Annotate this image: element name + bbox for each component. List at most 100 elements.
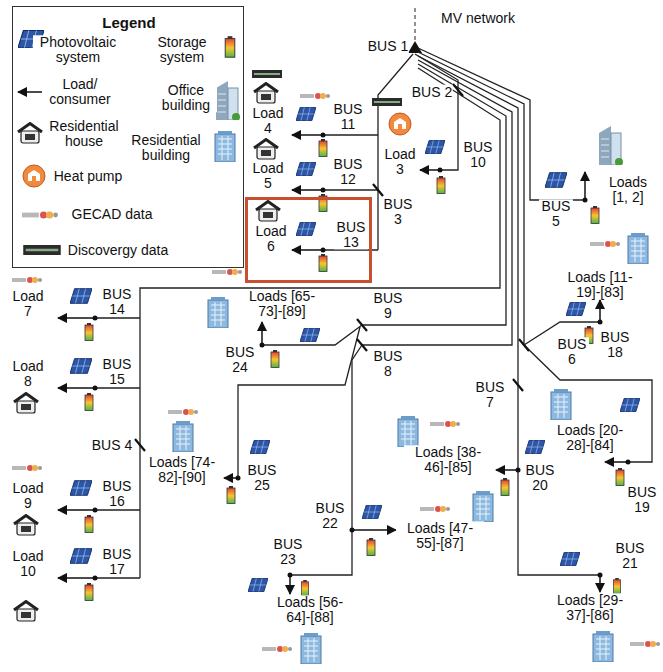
gecad-logo: [12, 465, 42, 471]
heat-pump-icon: [389, 113, 411, 135]
legend-text: Storage system: [151, 35, 213, 64]
pv-icon: [300, 328, 320, 341]
network-label: BUS 16: [100, 479, 134, 508]
building-icon: [551, 389, 571, 420]
feeder-wire: [362, 60, 512, 345]
house-icon: [14, 516, 38, 536]
legend-text: Discovergy data: [67, 243, 169, 258]
storage-icon: [85, 583, 93, 601]
network-label: Loads [1, 2]: [605, 175, 651, 204]
connection-dot: [626, 460, 631, 465]
connection-dot: [93, 508, 98, 513]
storage-icon: [501, 478, 509, 496]
network-label: BUS 19: [625, 485, 659, 514]
network-label: Load 8: [9, 359, 47, 388]
network-label: BUS 17: [100, 547, 134, 576]
connection-dot: [260, 343, 265, 348]
pv-icon: [362, 505, 382, 518]
pv-icon: [296, 107, 316, 120]
network-label: BUS 18: [598, 330, 632, 359]
load-arrow: [58, 577, 95, 579]
load-arrow: [58, 317, 95, 319]
network-label: Load 7: [9, 289, 47, 318]
load-arrow: [58, 387, 95, 389]
building-icon: [173, 131, 648, 664]
pv-icon: [296, 222, 316, 235]
legend-text: Photovoltaic system: [33, 35, 123, 64]
feeder-wire: [418, 56, 600, 575]
load-arrow: [58, 509, 95, 511]
network-label: BUS 22: [313, 501, 347, 530]
network-label: BUS 7: [473, 380, 507, 409]
gecad-logo: [12, 277, 42, 283]
bus-symbol: [357, 339, 367, 351]
gecad-logo: [430, 421, 460, 427]
bus-symbol: [357, 319, 367, 331]
network-label: Load 9: [9, 481, 47, 510]
gecad-logo: [262, 646, 292, 652]
office-icon: [599, 126, 623, 166]
storage-icon: [591, 206, 599, 224]
storage-icon: [367, 538, 375, 556]
load-arrow: [605, 461, 628, 463]
building-icon: [173, 421, 193, 452]
house-icon: [14, 602, 38, 622]
network-label: BUS 11: [331, 102, 365, 131]
storage-icon: [616, 468, 624, 486]
gecad-logo: [212, 269, 242, 275]
pv-icon: [248, 578, 268, 591]
storage-icon: [227, 486, 235, 504]
gecad-logo: [22, 211, 58, 218]
network-label: Loads [20-28]-[84]: [546, 423, 634, 452]
bus-label: BUS 13: [334, 220, 368, 249]
gecad-logo: [590, 241, 620, 247]
connection-dot: [516, 468, 521, 473]
network-label: BUS 9: [371, 291, 405, 320]
network-label: BUS 6: [555, 337, 589, 366]
network-label: Load 5: [249, 161, 287, 190]
network-label: Loads [65-73]-[89]: [238, 289, 326, 318]
network-label: MV network: [440, 11, 516, 26]
house-icon: [18, 124, 42, 144]
feeder-wire: [262, 325, 362, 345]
house-icon: [14, 394, 38, 414]
legend-text: Residential house: [45, 119, 123, 148]
feeder-wire: [415, 54, 458, 170]
pv-icon: [525, 440, 545, 453]
connection-dot: [438, 168, 443, 173]
connection-dot: [350, 528, 355, 533]
pv-icon: [18, 30, 640, 591]
heat-pump-icon: [23, 165, 45, 187]
pv-icon: [70, 481, 92, 496]
network-label: BUS 12: [331, 157, 365, 186]
bus-symbol: [519, 339, 529, 351]
load-arrow: [18, 92, 628, 594]
mv-network-link: [408, 8, 422, 53]
pv-icon: [70, 289, 92, 304]
load-arrow: [420, 169, 440, 171]
network-label: BUS 23: [271, 537, 305, 566]
gecad-logo: [12, 93, 660, 652]
network-label: BUS 4: [91, 438, 133, 453]
storage-icon: [85, 36, 624, 600]
discovergy-logo: [23, 245, 61, 255]
network-label: Loads [29-37]-[86]: [546, 593, 634, 622]
house-icon: [254, 140, 278, 160]
pv-icon: [545, 173, 567, 188]
network-label: Loads [56-64]-[88]: [266, 595, 354, 624]
bus-symbol: [513, 379, 523, 391]
building-icon: [215, 131, 235, 162]
storage-icon: [437, 176, 445, 194]
office-icon: [216, 81, 623, 166]
pv-icon: [70, 359, 92, 374]
network-label: BUS 1: [367, 39, 409, 54]
discovergy-logo: [252, 70, 282, 78]
connection-dot: [93, 386, 98, 391]
load-arrow: [496, 469, 518, 471]
connection-dot: [598, 320, 603, 325]
connection-dot: [598, 573, 603, 578]
storage-icon: [271, 350, 279, 368]
network-label: BUS 14: [100, 287, 134, 316]
building-icon: [593, 631, 613, 662]
feeder-wire: [95, 48, 652, 578]
